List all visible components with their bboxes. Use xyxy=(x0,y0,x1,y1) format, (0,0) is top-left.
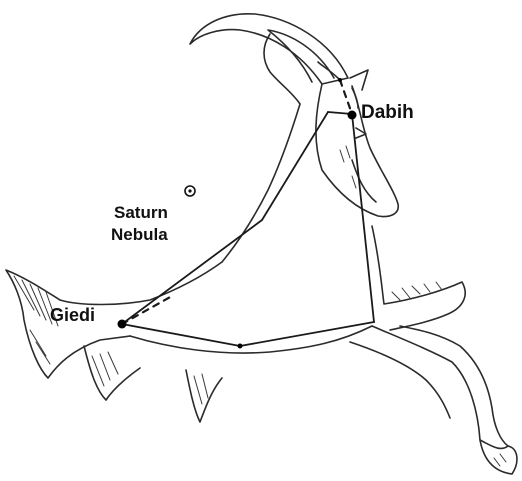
star-marker-icon xyxy=(338,78,342,82)
goat-legs xyxy=(350,326,517,474)
star-marker-icon xyxy=(118,320,127,329)
fish-tail xyxy=(6,270,222,422)
star-label-dabih: Dabih xyxy=(361,102,414,123)
goat-body xyxy=(60,226,465,353)
nebula-label-line2: Nebula xyxy=(111,225,168,244)
goat-horns xyxy=(190,14,368,104)
star-marker-icon xyxy=(238,344,243,349)
nebula-symbol-icon xyxy=(185,186,195,196)
star-label-giedi: Giedi xyxy=(50,305,95,325)
star-marker-icon xyxy=(348,111,357,120)
nebula-label-line1: Saturn xyxy=(114,203,168,222)
